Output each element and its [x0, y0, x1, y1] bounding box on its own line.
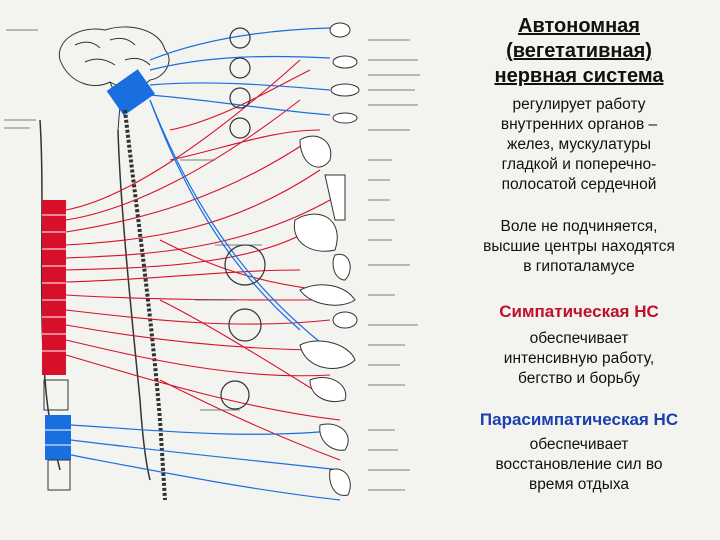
- title-line-3: нервная система: [494, 65, 664, 87]
- sympathetic-trunk: [123, 109, 167, 501]
- sympathetic-line-3: бегство и борьбу: [518, 370, 640, 387]
- parasympathetic-line-3: время отдыха: [528, 476, 630, 493]
- will-line-1: Воле не подчиняется,: [500, 218, 658, 235]
- text-panel: Автономная (вегетативная) нервная систем…: [448, 14, 710, 495]
- spinal-cord: [39, 69, 155, 491]
- regulates-line-1: регулирует работу: [512, 96, 646, 113]
- will-line-2: высшие центры находятся: [483, 238, 675, 255]
- sympathetic-nerves: [65, 59, 341, 461]
- organ-drawings: [293, 22, 360, 496]
- diagram-label-texture: [4, 29, 420, 491]
- regulates-line-2: внутренних органов –: [500, 116, 658, 133]
- regulates-line-3: желез, мускулатуры: [507, 136, 651, 153]
- autonomic-nervous-system-diagram: [4, 22, 420, 501]
- title-line-1: Автономная: [518, 15, 640, 37]
- regulates-line-4: гладкой и поперечно-: [501, 156, 657, 173]
- will-line-3: в гипоталамусе: [523, 258, 635, 275]
- parasympathetic-line-1: обеспечивает: [529, 436, 629, 453]
- parasympathetic-nerves: [70, 27, 341, 501]
- sympathetic-line-1: обеспечивает: [529, 330, 629, 347]
- parasympathetic-line-2: восстановление сил во: [495, 456, 663, 473]
- parasympathetic-heading: Парасимпатическая НС: [479, 410, 679, 429]
- title-line-2: (вегетативная): [506, 40, 652, 62]
- brain-drawing: [58, 26, 170, 131]
- regulates-line-5: полосатой сердечной: [501, 176, 657, 193]
- sympathetic-line-2: интенсивную работу,: [503, 350, 655, 367]
- sympathetic-heading: Симпатическая НС: [499, 302, 659, 321]
- ganglia: [220, 27, 266, 410]
